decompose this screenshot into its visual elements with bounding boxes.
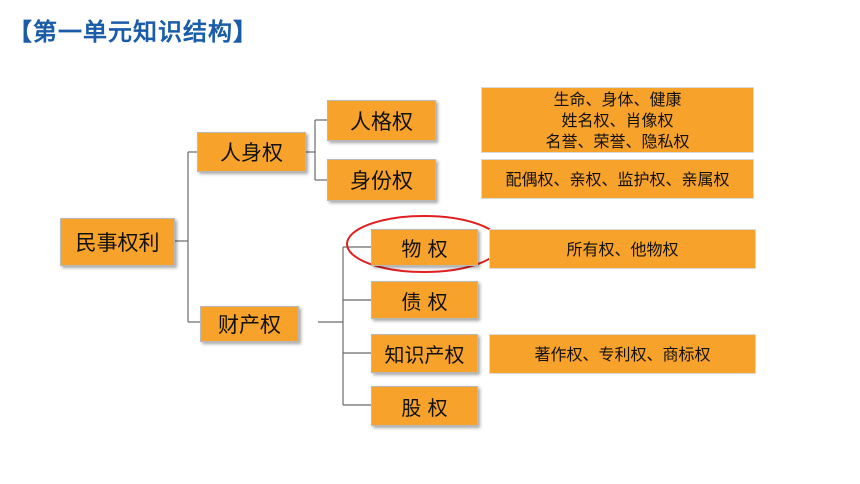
child-label-real: 物 权	[401, 237, 448, 261]
desc-line: 著作权、专利权、商标权	[534, 344, 711, 364]
desc-line: 所有权、他物权	[566, 239, 679, 259]
child-label-status: 身份权	[350, 169, 413, 193]
child-label-equity: 股 权	[401, 395, 448, 420]
child-node-ip: 知识产权	[371, 334, 478, 373]
desc-line: 姓名权、肖像权	[561, 110, 674, 130]
child-node-status: 身份权	[327, 159, 436, 201]
child-node-personality: 人格权	[327, 100, 436, 141]
desc-box-real: 所有权、他物权	[489, 229, 756, 269]
child-node-debt: 债 权	[371, 281, 478, 319]
desc-box-status: 配偶权、亲权、监护权、亲属权	[481, 159, 754, 199]
desc-box-personality: 生命、身体、健康 姓名权、肖像权 名誉、荣誉、隐私权	[481, 87, 754, 153]
desc-box-ip: 著作权、专利权、商标权	[489, 334, 756, 374]
child-label-personality: 人格权	[350, 109, 413, 134]
desc-line: 配偶权、亲权、监护权、亲属权	[505, 169, 730, 189]
branch-node-property: 财产权	[200, 306, 299, 342]
root-node: 民事权利	[60, 218, 175, 266]
root-label: 民事权利	[75, 231, 160, 255]
branch-label-personal: 人身权	[220, 141, 283, 165]
child-node-real: 物 权	[371, 229, 478, 266]
child-node-equity: 股 权	[371, 386, 478, 426]
branch-label-property: 财产权	[218, 313, 281, 337]
desc-line: 生命、身体、健康	[553, 89, 682, 109]
branch-node-personal: 人身权	[197, 132, 306, 172]
desc-line: 名誉、荣誉、隐私权	[545, 131, 690, 151]
child-label-debt: 债 权	[401, 289, 448, 314]
page-title: 【第一单元知识结构】	[8, 18, 258, 46]
child-label-ip: 知识产权	[384, 343, 465, 367]
